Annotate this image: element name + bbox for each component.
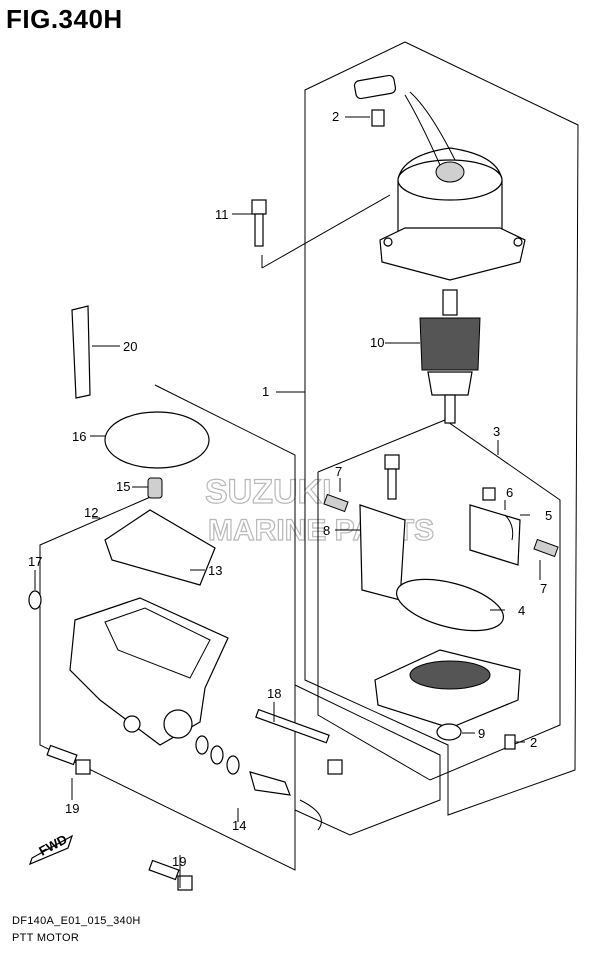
bolt-18 — [255, 708, 343, 775]
plug-15 — [147, 477, 163, 499]
figure-title: FIG.340H — [6, 4, 123, 34]
callout-1: 1 — [262, 384, 269, 399]
seal-set-14 — [195, 735, 322, 831]
callout-5: 5 — [545, 508, 552, 523]
o-ring-17 — [28, 590, 42, 610]
pump-body — [69, 597, 229, 746]
callout-7-right: 7 — [540, 581, 547, 596]
callout-13: 13 — [208, 563, 222, 578]
assembly-12-outline — [39, 384, 296, 871]
callout-15: 15 — [116, 479, 130, 494]
o-ring-16 — [104, 411, 210, 469]
armature — [419, 289, 481, 424]
assembly-1-outline — [304, 41, 579, 816]
callout-3: 3 — [493, 424, 500, 439]
bolt-19-b — [148, 859, 193, 891]
callout-2-upper: 2 — [332, 109, 339, 124]
o-ring-4 — [395, 578, 505, 632]
callout-18: 18 — [267, 686, 281, 701]
valve-plate-13 — [104, 509, 216, 586]
bolt-2-lower — [504, 734, 516, 750]
watermark-line1: SUZUKI — [205, 473, 332, 511]
bolt-19-a — [46, 744, 91, 775]
callout-16: 16 — [72, 429, 86, 444]
fwd-arrow: FWD — [29, 832, 74, 866]
part-20 — [71, 305, 91, 399]
leader-lines — [34, 116, 541, 888]
bolt-11 — [251, 199, 267, 247]
end-frame — [374, 649, 521, 729]
callout-19-left: 19 — [65, 801, 79, 816]
callout-9: 9 — [478, 726, 485, 741]
callout-numbers: 1 2 2 3 4 5 6 7 7 8 9 10 11 12 13 14 15 … — [28, 109, 552, 869]
callout-6: 6 — [506, 485, 513, 500]
callout-11: 11 — [215, 207, 229, 222]
bolt-2-upper — [371, 109, 385, 127]
part-9 — [436, 723, 462, 741]
drawing-name: PTT MOTOR — [12, 932, 80, 944]
callout-14: 14 — [232, 818, 246, 833]
callout-4: 4 — [518, 603, 525, 618]
callout-19-right: 19 — [172, 854, 186, 869]
callout-8: 8 — [323, 523, 330, 538]
drawing-code: DF140A_E01_015_340H — [12, 915, 141, 927]
callout-17: 17 — [28, 554, 42, 569]
callout-12: 12 — [84, 505, 98, 520]
callout-7-left: 7 — [335, 464, 342, 479]
callout-2-lower: 2 — [530, 735, 537, 750]
assembly-lower-outline — [294, 684, 441, 836]
motor-housing — [353, 74, 526, 281]
callout-20: 20 — [123, 339, 137, 354]
callout-10: 10 — [370, 335, 384, 350]
